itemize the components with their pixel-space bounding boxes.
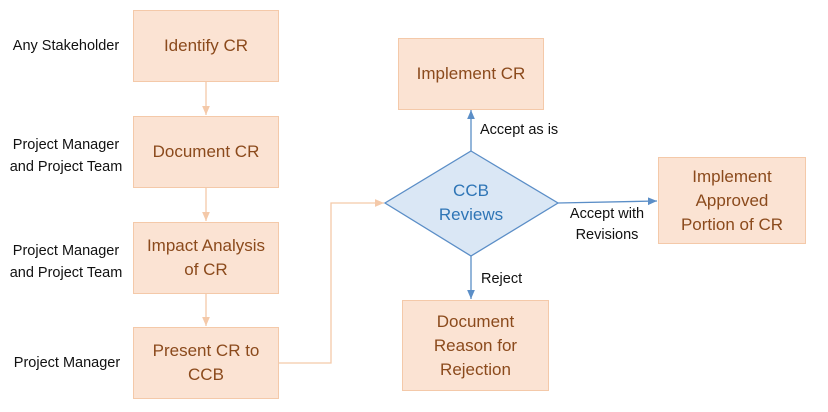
step-impact-analysis: Impact Analysis of CR <box>133 222 279 294</box>
role-label: Project Manager <box>13 355 121 371</box>
edge-label-revise: Accept with Revisions <box>569 206 645 243</box>
outcome-document-rejection: Document Reason for Rejection <box>402 300 549 391</box>
outcome-implement-cr: Implement CR <box>398 38 544 110</box>
role-label: Project Manager and Project Team <box>9 243 123 281</box>
step-document-cr: Document CR <box>133 116 279 188</box>
role-label: Any Stakeholder <box>12 38 120 54</box>
decision-label: CCB Reviews <box>438 181 504 224</box>
arrow-revise <box>557 197 658 206</box>
step-identify-cr: Identify CR <box>133 10 279 82</box>
step-present-to-ccb: Present CR to CCB <box>133 327 279 399</box>
role-label: Project Manager and Project Team <box>9 137 123 175</box>
outcome-implement-approved: Implement Approved Portion of CR <box>658 157 806 244</box>
arrow-present-to-ccb <box>278 199 384 364</box>
edge-label-reject: Reject <box>481 271 523 287</box>
edge-label-accept: Accept as is <box>480 122 559 138</box>
